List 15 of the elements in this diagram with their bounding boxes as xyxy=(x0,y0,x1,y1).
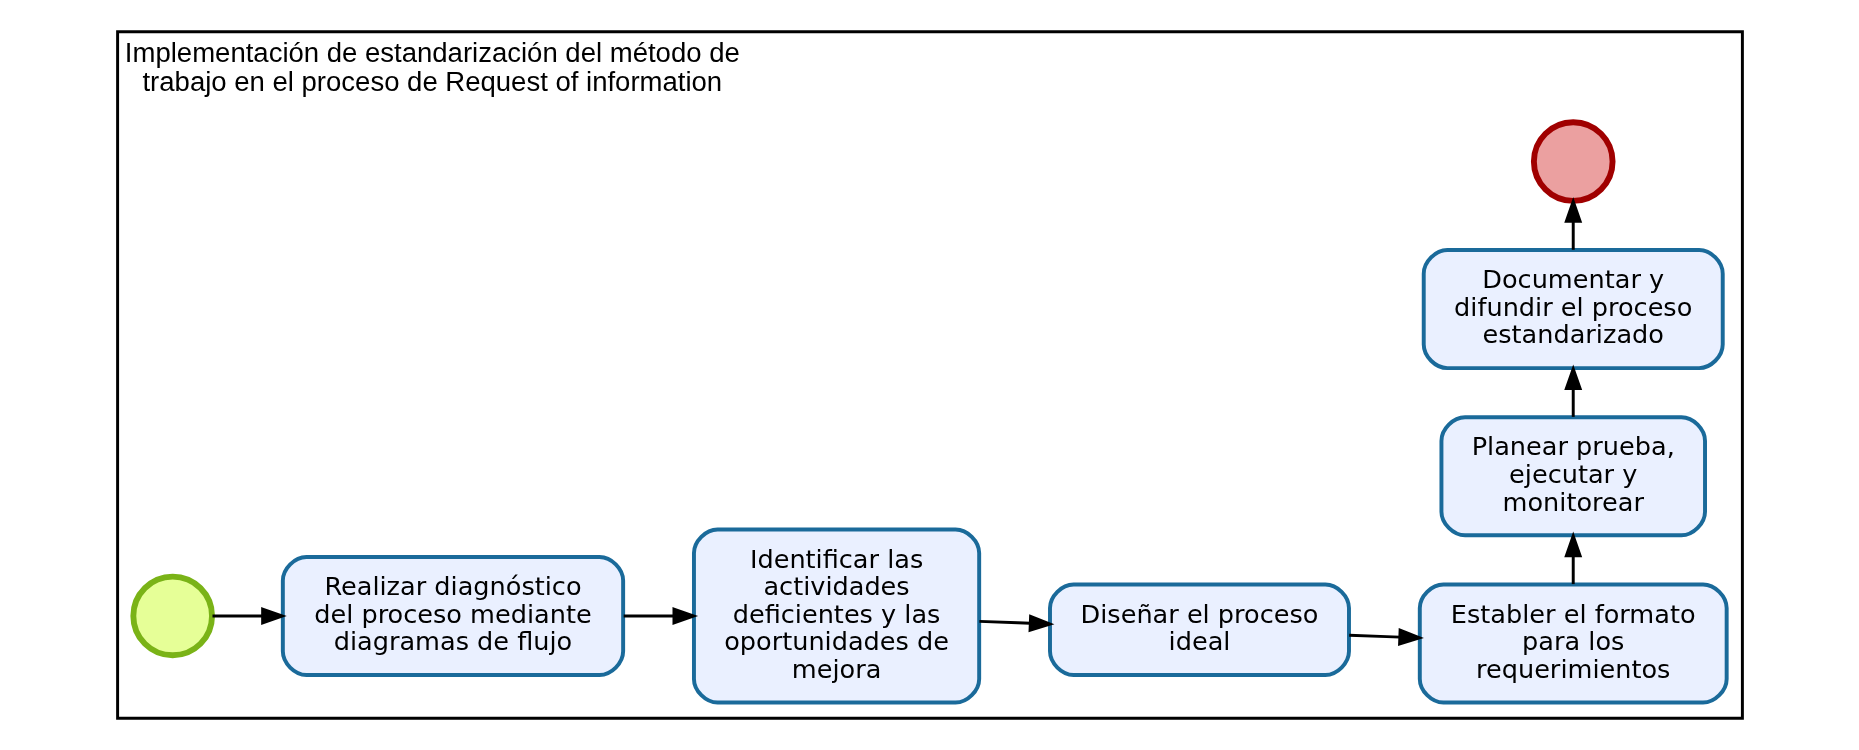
arrow xyxy=(1563,197,1582,250)
node-box: Establer el formato para los requerimientos xyxy=(1417,582,1729,705)
node-circle xyxy=(1530,119,1615,204)
arrow xyxy=(1563,531,1582,585)
arrow xyxy=(1563,364,1582,417)
arrow xyxy=(978,614,1054,633)
node-box: Documentar y difundir el proceso estandarizado xyxy=(1421,248,1725,371)
arrow xyxy=(1348,628,1424,647)
node-circle xyxy=(129,573,215,659)
node-box: Identificar las actividades deficientes y las oportunidades de mejora xyxy=(691,527,981,705)
arrow xyxy=(212,607,287,625)
node-box: Planear prueba, ejecutar y monitorear xyxy=(1438,415,1707,538)
node-box: Realizar diagnóstico del proceso mediante diagramas de flujo xyxy=(280,555,625,677)
node-box: Diseñar el proceso ideal xyxy=(1047,582,1351,677)
arrow xyxy=(623,607,698,625)
